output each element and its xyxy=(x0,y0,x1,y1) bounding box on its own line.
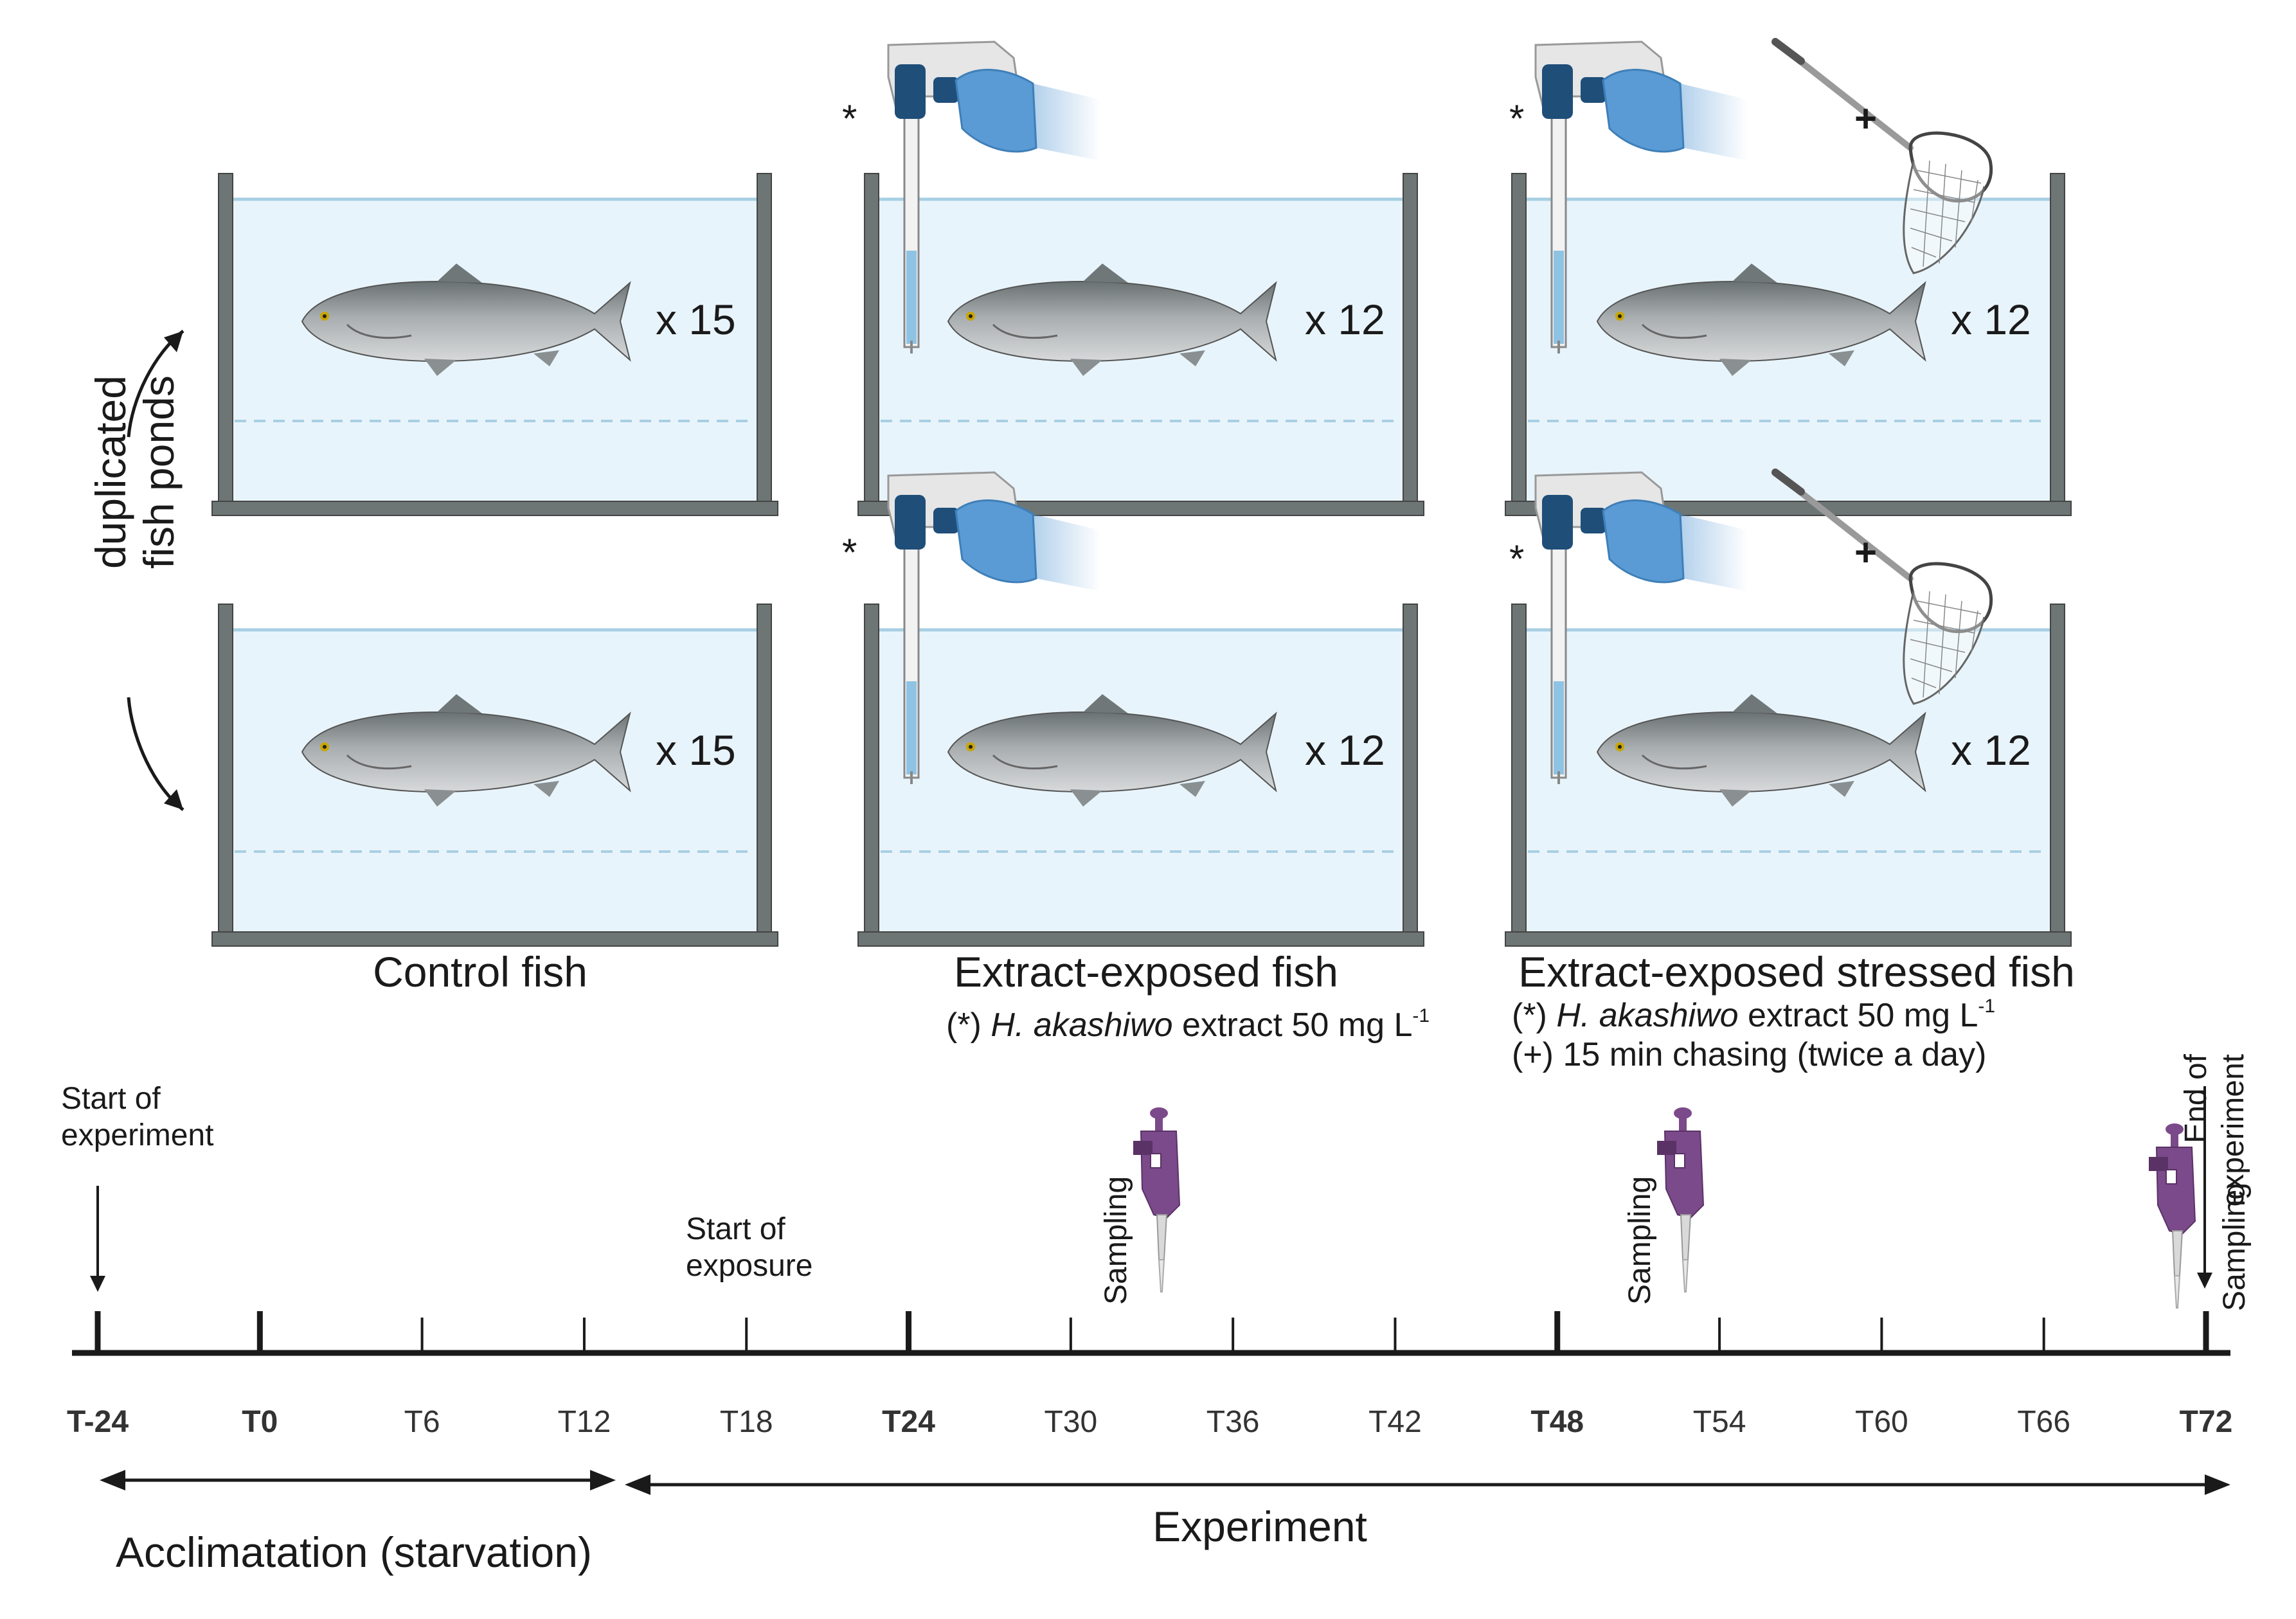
start-experiment-line2: experiment xyxy=(61,1118,213,1152)
control-top-tank xyxy=(211,173,778,516)
stressed-top-plus: + xyxy=(1854,97,1877,140)
control-top-count: x 15 xyxy=(656,296,736,343)
stressed-note-species: H. akashiwo xyxy=(1556,997,1738,1034)
tank-floor xyxy=(211,501,778,516)
tank-wall-right xyxy=(2050,604,2065,945)
exposed-bottom-count: x 12 xyxy=(1305,726,1385,774)
stressed-note-rest: extract 50 mg L xyxy=(1748,997,1978,1034)
stressed-note-sup: -1 xyxy=(1978,996,1995,1017)
down-arrowhead-icon xyxy=(164,789,183,810)
exposed-note-species: H. akashiwo xyxy=(991,1006,1172,1044)
exposed-title: Extract-exposed fish xyxy=(954,948,1338,996)
start-experiment-line1: Start of xyxy=(61,1082,161,1116)
side-label-line1: duplicated xyxy=(87,375,134,569)
acclimation-arrow-left-icon xyxy=(100,1470,125,1490)
phase-acclimation: Acclimatation (starvation) xyxy=(116,1528,592,1576)
tanks-group xyxy=(211,40,2072,947)
tick-label-T42: T42 xyxy=(1368,1405,1422,1439)
stressed-top-count: x 12 xyxy=(1951,296,2031,343)
exposed-top-tank xyxy=(857,40,1424,516)
tank-wall-right xyxy=(757,173,772,515)
phase-experiment: Experiment xyxy=(1152,1503,1367,1550)
sampling-label-t72: Sampling xyxy=(2218,1183,2252,1311)
tick-label-T18: T18 xyxy=(720,1405,773,1439)
end-experiment-line2: experiment xyxy=(2216,1054,2250,1206)
duplicated-ponds-label: duplicated fish ponds xyxy=(87,375,183,569)
tank-wall-left xyxy=(864,173,879,515)
stressed-top-tank xyxy=(1505,42,2072,516)
exposed-note: (*) H. akashiwo extract 50 mg L-1 xyxy=(946,1005,1430,1044)
tank-wall-right xyxy=(757,604,772,945)
control-bottom-count: x 15 xyxy=(656,726,736,774)
end-experiment-line1: End of xyxy=(2179,1053,2213,1143)
up-arrowhead-icon xyxy=(164,331,183,352)
tick-label-T30: T30 xyxy=(1044,1405,1097,1439)
stressed-bottom-tank xyxy=(1505,472,2072,947)
exposed-note-sup: -1 xyxy=(1412,1005,1430,1026)
tick-label-T66: T66 xyxy=(2017,1405,2070,1439)
tank-wall-right xyxy=(2050,173,2065,515)
tank-wall-left xyxy=(864,604,879,945)
start-exposure-line1: Start of xyxy=(686,1212,785,1246)
tick-label-T60: T60 xyxy=(1855,1405,1908,1439)
exposed-note-rest: extract 50 mg L xyxy=(1182,1006,1412,1044)
tank-floor xyxy=(211,931,778,947)
tank-wall-left xyxy=(218,173,233,515)
stressed-bottom-asterisk: * xyxy=(1509,537,1524,580)
tick-label-T36: T36 xyxy=(1206,1405,1260,1439)
exposed-note-prefix: (*) xyxy=(946,1006,982,1044)
control-title: Control fish xyxy=(373,948,587,996)
micropipette-t48-icon xyxy=(1656,1107,1704,1293)
stressed-title: Extract-exposed stressed fish xyxy=(1518,948,2075,996)
tick-label-T-24: T-24 xyxy=(67,1405,129,1439)
tank-wall-left xyxy=(218,604,233,945)
exposed-bottom-asterisk: * xyxy=(842,531,857,574)
micropipette-t24-icon xyxy=(1133,1107,1180,1293)
experiment-arrow-left-icon xyxy=(625,1474,650,1495)
control-bottom-tank xyxy=(211,604,778,947)
micropipette-t72-icon xyxy=(2148,1123,2196,1309)
side-label-line2: fish ponds xyxy=(135,375,183,569)
end-experiment-arrowhead-icon xyxy=(2197,1273,2212,1289)
tick-label-T54: T54 xyxy=(1693,1405,1746,1439)
tank-wall-left xyxy=(1511,173,1527,515)
exposed-top-count: x 12 xyxy=(1305,296,1385,343)
start-exposure-line2: exposure xyxy=(686,1249,812,1283)
tank-floor xyxy=(857,931,1424,947)
stressed-note2: (+) 15 min chasing (twice a day) xyxy=(1512,1036,1986,1073)
start-experiment-arrowhead-icon xyxy=(90,1276,105,1292)
stressed-bottom-count: x 12 xyxy=(1951,726,2031,774)
tick-label-T6: T6 xyxy=(404,1405,440,1439)
timeline-ticks: T-24 T0 T6 T12 T18 T24 T30 T36 T42 T48 T54 T60 T66 T7… xyxy=(67,1311,2232,1439)
sampling-label-t24: Sampling xyxy=(1099,1176,1133,1305)
tick-label-T24: T24 xyxy=(882,1405,935,1439)
exposed-bottom-tank xyxy=(857,471,1424,947)
tick-label-T48: T48 xyxy=(1530,1405,1584,1439)
acclimation-arrow-right-icon xyxy=(590,1470,616,1490)
experiment-arrow-right-icon xyxy=(2205,1474,2230,1495)
stressed-note: (*) H. akashiwo extract 50 mg L-1 xyxy=(1512,996,1995,1034)
tick-label-T0: T0 xyxy=(242,1405,278,1439)
stressed-note-prefix: (*) xyxy=(1512,997,1547,1034)
tank-wall-right xyxy=(1403,604,1418,945)
tick-label-T12: T12 xyxy=(558,1405,611,1439)
tank-wall-right xyxy=(1403,173,1418,515)
stressed-bottom-plus: + xyxy=(1854,531,1877,574)
tick-label-T72: T72 xyxy=(2180,1405,2233,1439)
tank-floor xyxy=(1505,931,2072,947)
sampling-label-t48: Sampling xyxy=(1623,1176,1657,1305)
exposed-top-asterisk: * xyxy=(842,97,857,140)
tank-wall-left xyxy=(1511,604,1527,945)
stressed-top-asterisk: * xyxy=(1509,97,1524,140)
